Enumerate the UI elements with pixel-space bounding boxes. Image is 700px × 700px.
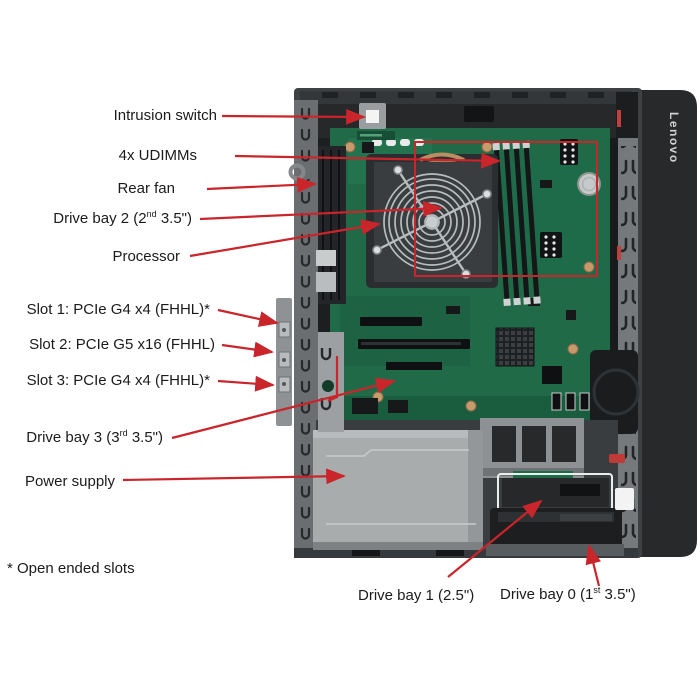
- callout-drive-bay-2: Drive bay 2 (2nd 3.5"): [53, 209, 192, 228]
- callout-slot-1: Slot 1: PCIe G4 x4 (FHHL)*: [26, 301, 210, 318]
- cpu-cooler: [366, 152, 498, 288]
- leader-intrusion-switch: [221, 108, 366, 125]
- drive-bay-1-drive: [497, 471, 613, 511]
- leader-drive-bay-3-marker: [327, 356, 339, 403]
- power-connector-atx: [540, 232, 562, 258]
- top-vent-notches: [322, 92, 604, 98]
- lenovo-logo: Lenovo: [667, 112, 681, 164]
- front-vents: [621, 146, 636, 542]
- callout-rear-fan: Rear fan: [117, 180, 175, 197]
- drive-bay-0-drive: [486, 508, 624, 556]
- callout-drive-bay-0: Drive bay 0 (1st 3.5"): [500, 585, 636, 604]
- cmos-battery: [577, 172, 601, 196]
- leader-slot-3: [217, 375, 275, 392]
- red-latch: [609, 454, 625, 463]
- power-connector-8pin: [560, 139, 578, 165]
- heat-pipes: [419, 152, 465, 162]
- leader-slot-1: [217, 308, 279, 327]
- bottom-chamber: [313, 418, 634, 556]
- annotation-leader-lines: [122, 108, 602, 587]
- leader-drive-bay-3: [171, 377, 396, 440]
- front-fan: [590, 350, 640, 434]
- drive-release-clip: [615, 488, 634, 510]
- leader-power-supply: [122, 468, 346, 485]
- callout-intrusion-switch: Intrusion switch: [113, 107, 217, 124]
- callout-slot-2: Slot 2: PCIe G5 x16 (FHHL): [29, 336, 215, 353]
- callout-drive-bay-1: Drive bay 1 (2.5"): [358, 587, 475, 604]
- callout-processor: Processor: [112, 248, 180, 265]
- leader-slot-2: [221, 341, 274, 358]
- leader-udimms: [234, 152, 501, 169]
- open-ended-slots-note: * Open ended slots: [7, 560, 135, 577]
- rear-fan-component: [316, 146, 346, 304]
- chipset-heatsink: [495, 327, 535, 367]
- callout-drive-bay-3: Drive bay 3 (3rd 3.5"): [26, 428, 163, 447]
- leader-drive-bay-1: [447, 499, 543, 578]
- power-supply-unit: [313, 430, 483, 550]
- callout-udimms: 4x UDIMMs: [118, 147, 197, 164]
- pcie-bracket: [276, 298, 344, 432]
- leader-drive-bay-0: [585, 544, 602, 587]
- leader-processor: [189, 219, 381, 258]
- cpu-dimm-highlight-box: [414, 141, 598, 277]
- callout-power-supply: Power supply: [24, 473, 115, 490]
- front-bezel: [636, 90, 697, 557]
- leader-drive-bay-2: [199, 200, 443, 221]
- red-accent-mid: [617, 246, 621, 260]
- leader-rear-fan: [206, 176, 317, 193]
- callout-slot-3: Slot 3: PCIe G4 x4 (FHHL)*: [26, 372, 210, 389]
- pcie-slots: [358, 317, 470, 370]
- red-accent-top: [617, 110, 621, 127]
